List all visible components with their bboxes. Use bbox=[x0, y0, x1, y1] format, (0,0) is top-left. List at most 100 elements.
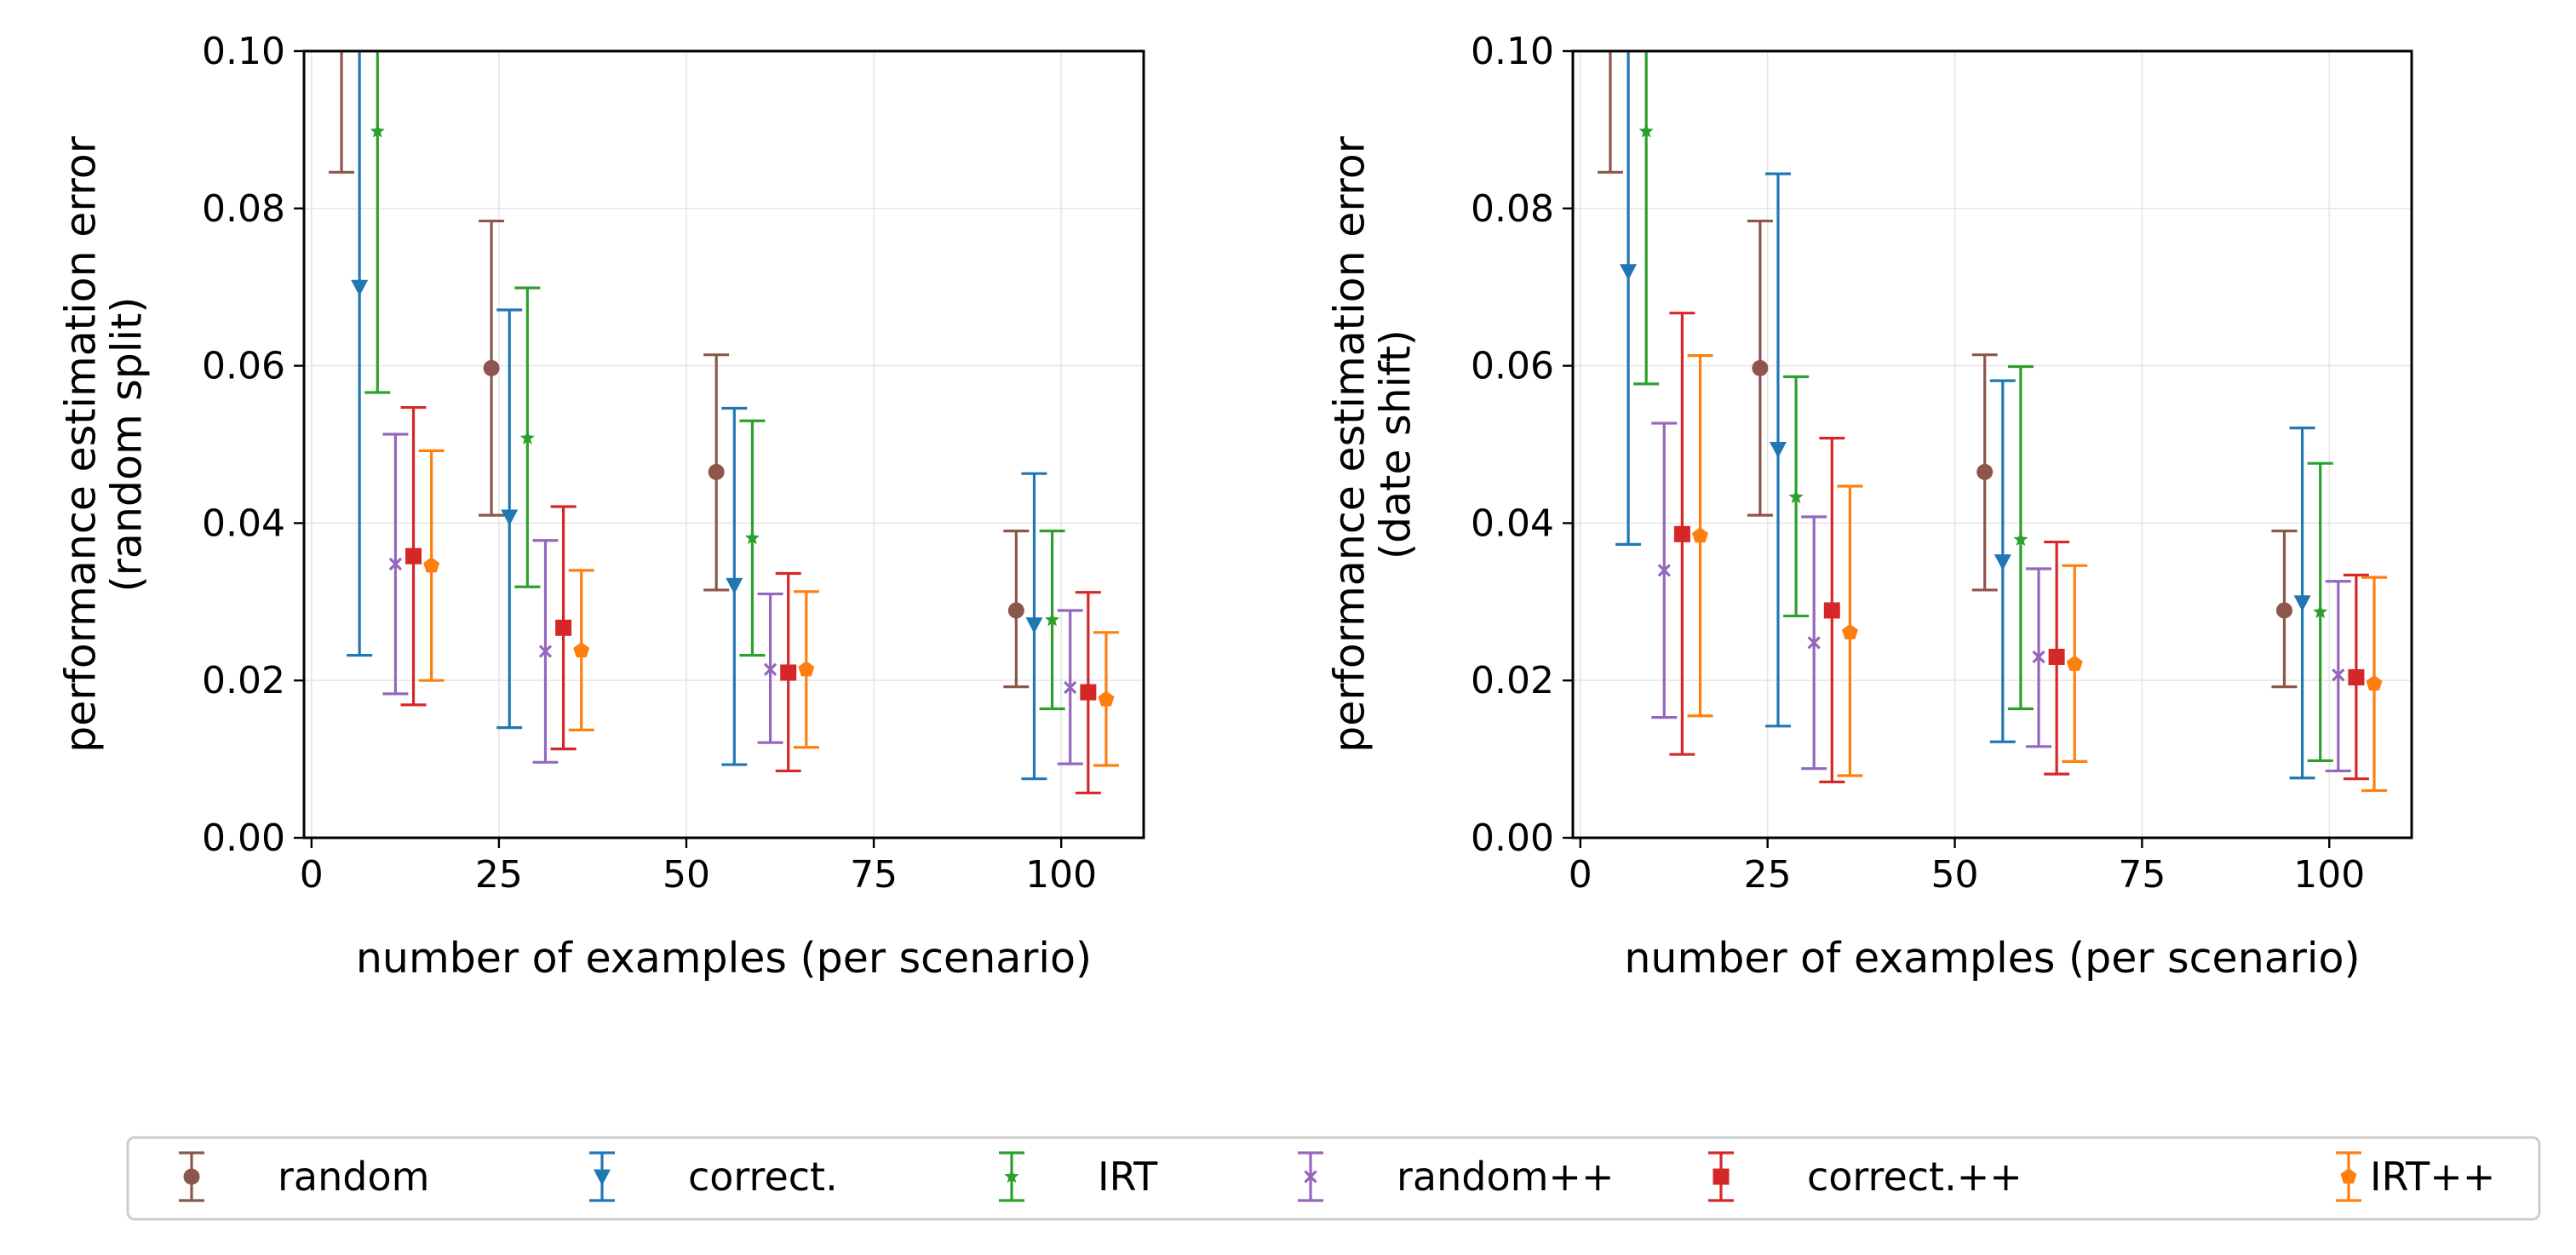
y-axis-label: (random split) bbox=[103, 297, 152, 593]
data-point bbox=[538, 645, 553, 658]
legend-entry-irt: IRT bbox=[999, 1151, 1158, 1202]
data-point bbox=[573, 642, 590, 658]
data-point bbox=[780, 664, 797, 681]
legend-entry-irt-plusplus: IRT++ bbox=[2336, 1151, 2495, 1202]
data-point bbox=[2332, 668, 2345, 682]
axes-frame bbox=[302, 49, 1145, 840]
data-point bbox=[405, 547, 422, 564]
data-point bbox=[1769, 442, 1787, 459]
x-tick-label: 50 bbox=[663, 853, 710, 897]
data-point bbox=[2293, 595, 2311, 612]
data-point bbox=[1638, 123, 1654, 138]
y-tick-label: 0.10 bbox=[1471, 30, 1554, 73]
data-point bbox=[1752, 359, 1769, 376]
data-point bbox=[1007, 602, 1024, 619]
plot-area bbox=[1597, 51, 2388, 793]
legend-marker bbox=[183, 1168, 200, 1185]
data-point bbox=[519, 430, 535, 444]
legend-entry-correct: correct. bbox=[589, 1151, 838, 1202]
y-tick-label: 0.04 bbox=[1471, 501, 1554, 545]
x-tick-label: 25 bbox=[475, 853, 523, 897]
data-point bbox=[763, 662, 777, 676]
x-tick-label: 50 bbox=[1931, 853, 1979, 897]
data-point bbox=[2275, 602, 2292, 619]
data-point bbox=[2313, 604, 2328, 619]
data-point bbox=[388, 557, 403, 571]
x-tick-label: 0 bbox=[1569, 853, 1592, 897]
data-point bbox=[1807, 636, 1821, 650]
legend-marker bbox=[1713, 1168, 1730, 1185]
legend-label: random bbox=[278, 1154, 429, 1200]
series-correct-plusplus bbox=[400, 405, 1101, 794]
data-point bbox=[1045, 612, 1060, 627]
data-point bbox=[1823, 602, 1840, 619]
data-point bbox=[1657, 564, 1671, 577]
data-point bbox=[2048, 648, 2065, 665]
data-point bbox=[798, 661, 815, 677]
data-point bbox=[708, 463, 725, 480]
series-correct bbox=[347, 51, 1047, 781]
series-irt bbox=[364, 51, 1065, 711]
data-point bbox=[2348, 669, 2365, 686]
y-tick-label: 0.00 bbox=[202, 817, 285, 860]
x-tick-label: 100 bbox=[1025, 853, 1097, 897]
data-point bbox=[744, 530, 760, 545]
data-point bbox=[351, 279, 369, 296]
legend-entry-random-plusplus: random++ bbox=[1298, 1151, 1615, 1202]
legend-entry-correct-plusplus: correct.++ bbox=[1708, 1151, 2022, 1202]
data-point bbox=[1025, 617, 1043, 634]
data-point bbox=[1098, 691, 1115, 707]
data-point bbox=[1841, 623, 1858, 639]
data-point bbox=[1080, 684, 1097, 701]
data-point bbox=[726, 577, 743, 594]
y-tick-label: 0.02 bbox=[1471, 659, 1554, 702]
legend-marker bbox=[2340, 1168, 2357, 1184]
x-axis-label: number of examples (per scenario) bbox=[1624, 934, 2360, 983]
y-tick-label: 0.10 bbox=[202, 30, 285, 73]
data-point bbox=[2032, 650, 2045, 664]
y-tick-label: 0.06 bbox=[1471, 345, 1554, 388]
series-correct bbox=[1615, 51, 2315, 780]
legend-label: IRT++ bbox=[2370, 1154, 2495, 1200]
data-point bbox=[1788, 489, 1804, 504]
data-point bbox=[2013, 531, 2028, 547]
right-chart-panel: 0 25 50 75 100 0.00 0.02 0.04 0.06 0.08 0.10 number… bbox=[1326, 30, 2413, 983]
x-tick-label: 0 bbox=[300, 853, 324, 897]
x-tick-label: 100 bbox=[2293, 853, 2365, 897]
y-tick-label: 0.04 bbox=[202, 501, 285, 545]
data-point bbox=[1620, 264, 1638, 281]
series-irt-plusplus bbox=[418, 449, 1119, 767]
y-axis-label: (date shift) bbox=[1372, 330, 1420, 559]
data-point bbox=[1692, 527, 1709, 543]
data-point bbox=[1976, 463, 1994, 480]
legend-entry-random: random bbox=[179, 1151, 429, 1202]
data-point bbox=[1673, 525, 1690, 542]
series-random-plusplus bbox=[1651, 421, 2351, 773]
axes-frame bbox=[1571, 49, 2413, 840]
series-irt-plusplus bbox=[1687, 353, 2388, 793]
series-irt bbox=[1633, 51, 2333, 763]
plot-area bbox=[329, 51, 1119, 794]
data-point bbox=[1994, 554, 2011, 571]
data-point bbox=[2066, 655, 2083, 671]
legend-marker bbox=[1004, 1169, 1019, 1183]
x-axis-label: number of examples (per scenario) bbox=[356, 934, 1092, 983]
data-point bbox=[483, 359, 500, 376]
series-random bbox=[329, 51, 1030, 689]
y-tick-label: 0.00 bbox=[1471, 817, 1554, 860]
x-tick-label: 75 bbox=[2118, 853, 2166, 897]
legend-label: correct.++ bbox=[1807, 1154, 2022, 1200]
data-point bbox=[1064, 680, 1077, 695]
y-tick-label: 0.08 bbox=[202, 187, 285, 231]
y-tick-label: 0.06 bbox=[202, 345, 285, 388]
data-point bbox=[2366, 674, 2383, 691]
y-axis-label: performance estimation error bbox=[1326, 135, 1374, 753]
series-random-plusplus bbox=[382, 433, 1083, 765]
y-tick-label: 0.08 bbox=[1471, 187, 1554, 231]
legend-marker bbox=[1304, 1170, 1317, 1183]
x-tick-label: 25 bbox=[1744, 853, 1792, 897]
legend-label: correct. bbox=[688, 1154, 838, 1200]
